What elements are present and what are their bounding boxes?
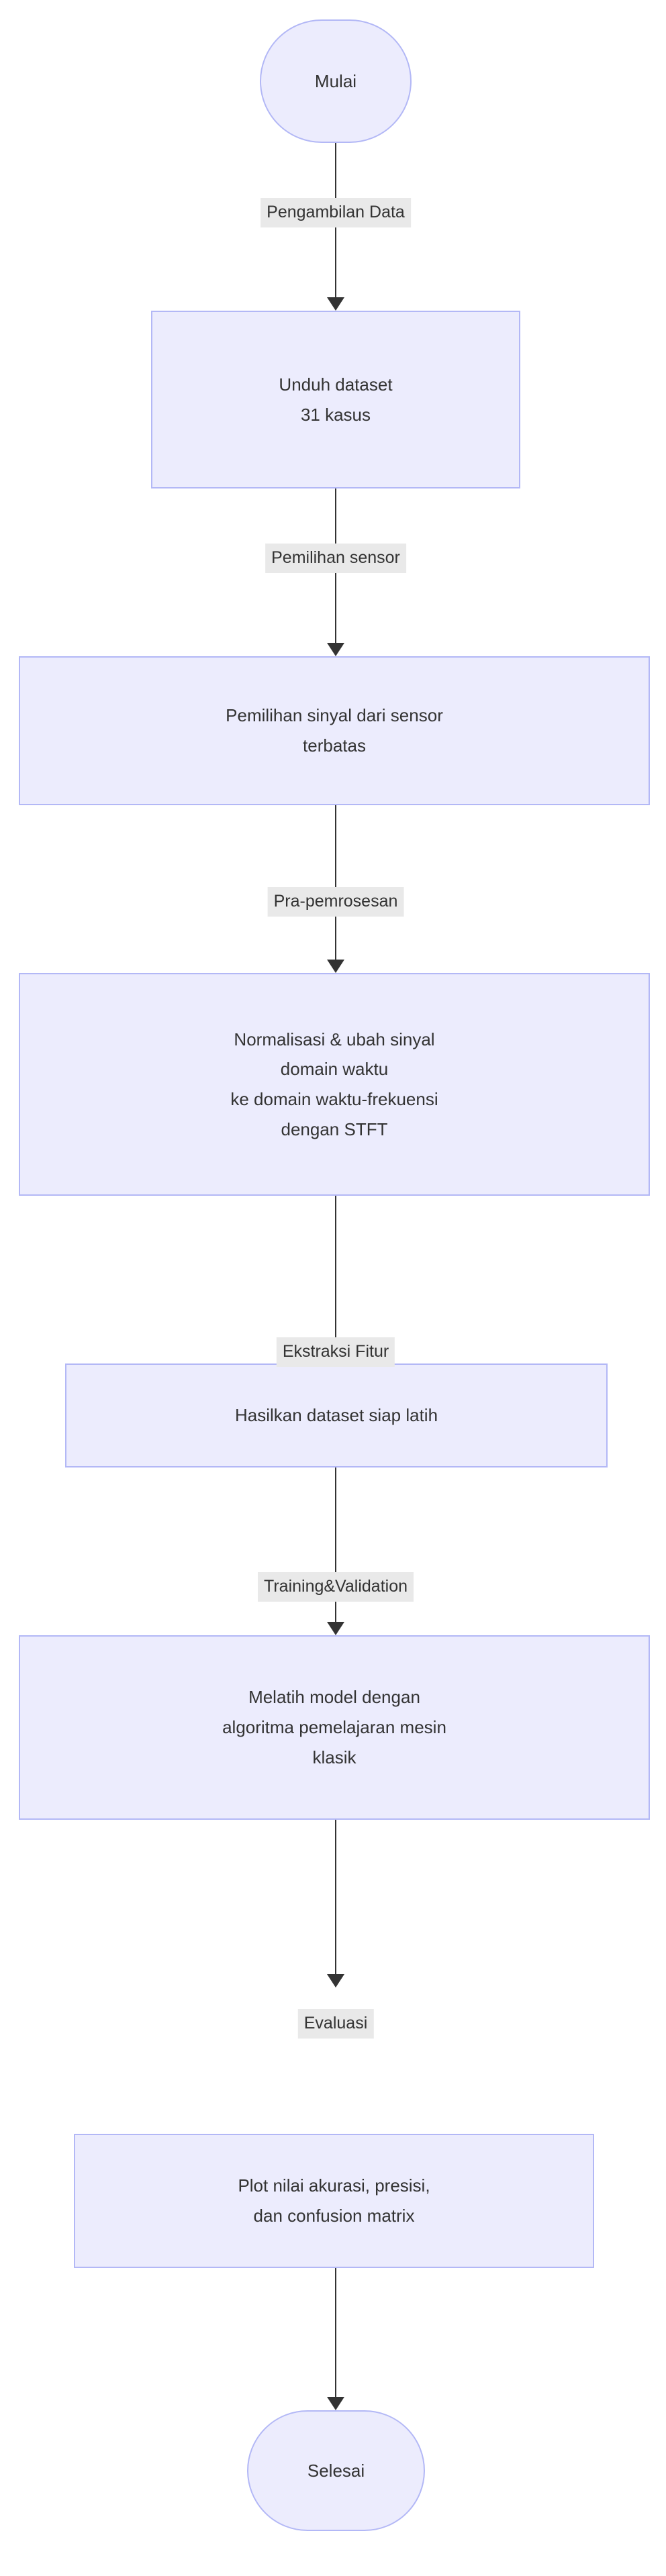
edge-label-evaluasi: Evaluasi	[297, 2009, 374, 2039]
edge-normalisasi-to-hasilkan-line	[335, 1196, 336, 1352]
edge-label-pra-pemrosesan: Pra-pemrosesan	[267, 887, 404, 917]
node-unduh-dataset[interactable]: Unduh dataset 31 kasus	[151, 311, 520, 488]
edge-melatih-to-plot-arrow	[327, 1974, 344, 1988]
edge-plot-to-end-arrow	[327, 2397, 344, 2410]
edge-unduh-to-pemilihan-arrow	[327, 643, 344, 656]
node-normalisasi-stft-label: Normalisasi & ubah sinyal domain waktu k…	[230, 1029, 438, 1139]
node-hasilkan-dataset[interactable]: Hasilkan dataset siap latih	[65, 1363, 608, 1467]
edge-hasilkan-to-melatih-arrow	[327, 1622, 344, 1635]
edge-pemilihan-to-normalisasi-arrow	[327, 960, 344, 973]
node-hasilkan-dataset-label: Hasilkan dataset siap latih	[234, 1405, 438, 1426]
node-melatih-model-label: Melatih model dengan algoritma pemelajar…	[222, 1687, 446, 1767]
node-plot-evaluasi-label: Plot nilai akurasi, presisi, dan confusi…	[238, 2175, 430, 2226]
node-unduh-dataset-label: Unduh dataset 31 kasus	[279, 374, 393, 425]
edge-label-pengambilan-data: Pengambilan Data	[260, 198, 411, 227]
node-end-label: Selesai	[307, 2460, 365, 2481]
node-start[interactable]: Mulai	[260, 19, 412, 143]
node-melatih-model[interactable]: Melatih model dengan algoritma pemelajar…	[19, 1635, 650, 1820]
edge-label-training-validation: Training&Validation	[257, 1572, 414, 1602]
node-end[interactable]: Selesai	[247, 2410, 425, 2531]
node-plot-evaluasi[interactable]: Plot nilai akurasi, presisi, dan confusi…	[74, 2134, 594, 2268]
edge-label-pemilihan-sensor: Pemilihan sensor	[265, 544, 406, 573]
edge-pemilihan-to-normalisasi-line	[335, 805, 336, 962]
node-pemilihan-sinyal[interactable]: Pemilihan sinyal dari sensor terbatas	[19, 656, 650, 805]
edge-label-ekstraksi-fitur: Ekstraksi Fitur	[276, 1337, 395, 1367]
node-normalisasi-stft[interactable]: Normalisasi & ubah sinyal domain waktu k…	[19, 973, 650, 1196]
edge-plot-to-end-line	[335, 2268, 336, 2399]
node-start-label: Mulai	[314, 70, 357, 91]
edge-hasilkan-to-melatih-line	[335, 1467, 336, 1624]
node-pemilihan-sinyal-label: Pemilihan sinyal dari sensor terbatas	[226, 705, 443, 756]
edge-melatih-to-plot-line	[335, 1820, 336, 1976]
edge-start-to-unduh-arrow	[327, 297, 344, 311]
